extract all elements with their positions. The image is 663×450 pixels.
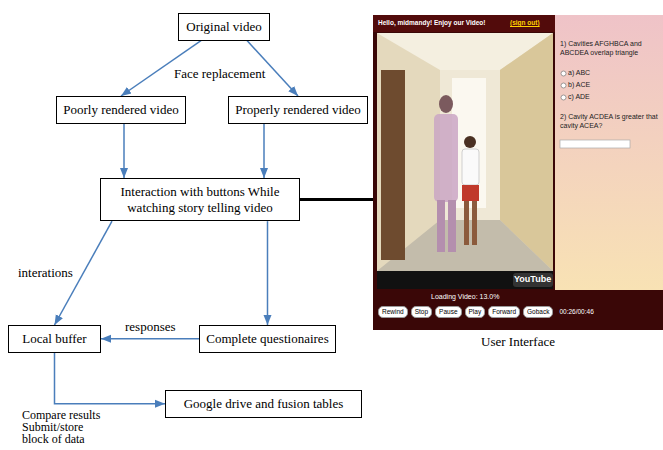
button-row: RewindStopPause PlayForwardGoback 00:26/00… <box>378 306 594 318</box>
process-box: Google drive and fusion tables <box>165 390 362 418</box>
note-text: Compare results <box>22 409 100 421</box>
box-text: Original video <box>185 19 263 35</box>
radio-button <box>561 95 566 100</box>
child-head <box>464 136 476 148</box>
loading-status: Loading Video: 13.0% <box>431 293 499 301</box>
player-logo: YouTube <box>514 275 551 285</box>
panel-caption: User Interface <box>373 334 663 350</box>
woman-leg <box>437 200 445 252</box>
control-button: Forward <box>488 306 520 318</box>
quiz-option: a) ABC <box>568 69 590 78</box>
control-button: Goback <box>523 306 553 318</box>
flow-arrow <box>55 353 166 404</box>
door <box>381 70 405 260</box>
answer-field <box>560 140 630 148</box>
screen-frame <box>373 15 663 330</box>
connector-line <box>300 198 373 201</box>
control-button: Rewind <box>378 306 408 318</box>
radio-button <box>561 71 566 76</box>
box-text: Local buffer <box>15 331 94 347</box>
control-button: Play <box>465 306 486 318</box>
process-box: Poorly rendered video <box>56 96 186 124</box>
control-button: Stop <box>411 306 432 318</box>
edge-label: responses <box>123 319 178 335</box>
process-box: Local buffer <box>8 325 101 353</box>
process-box: Interaction with buttons While watching … <box>100 178 300 221</box>
flow-arrow <box>101 338 199 340</box>
process-box: Complete questionaires <box>199 325 336 353</box>
control-button: Pause <box>435 306 461 318</box>
video-frame <box>377 33 553 271</box>
flow-arrow <box>123 124 125 178</box>
logo-ground <box>513 273 553 287</box>
child-leg <box>464 201 469 245</box>
woman-head <box>439 95 453 113</box>
quiz-option: c) ADE <box>568 93 590 102</box>
box-text: Interaction with buttons While watching … <box>107 184 293 215</box>
process-box: Original video <box>178 13 270 41</box>
box-text: Complete questionaires <box>206 331 329 347</box>
signout-link: (sign out) <box>510 19 540 27</box>
box-text: Properly rendered video <box>235 102 361 118</box>
note-text: Submit/store <box>22 421 83 433</box>
edge-label: interations <box>16 265 75 281</box>
quiz-panel <box>555 15 663 290</box>
process-box: Properly rendered video <box>228 96 368 124</box>
flow-arrow <box>267 221 269 325</box>
player-bar <box>377 271 553 289</box>
note-text: block of data <box>22 433 85 445</box>
woman-leg <box>448 200 456 252</box>
quiz-question: 1) Cavities AFGHBCA and ABCDEA overlap t… <box>560 40 658 58</box>
radio-button <box>561 83 566 88</box>
time-display: 00:26/00:46 <box>559 308 593 316</box>
child-shorts <box>462 185 479 201</box>
greeting-text: Hello, midmandy! Enjoy our Video! <box>378 19 486 27</box>
quiz-question: 2) Cavity ACDEA is greater that cavity A… <box>560 113 658 131</box>
child-shirt <box>462 149 479 185</box>
box-text: Google drive and fusion tables <box>172 396 355 412</box>
quiz-option: b) ACE <box>568 81 590 90</box>
top-bar <box>373 15 555 32</box>
child-leg <box>472 201 477 245</box>
flow-arrow <box>263 124 265 178</box>
flow-note: Face replacement <box>172 66 267 82</box>
box-text: Poorly rendered video <box>63 102 179 118</box>
woman-body <box>434 114 458 202</box>
